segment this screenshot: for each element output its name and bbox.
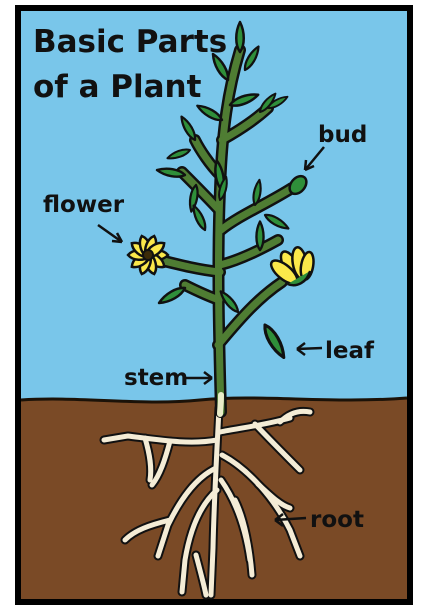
leaf-arrow [297, 348, 322, 349]
title-line-1: Basic Parts [33, 24, 227, 60]
label-flower: flower [43, 192, 125, 218]
title-line-2: of a Plant [33, 69, 202, 105]
label-stem: stem [124, 365, 188, 391]
label-root: root [310, 507, 364, 533]
label-leaf: leaf [325, 338, 375, 364]
label-bud: bud [318, 122, 367, 148]
